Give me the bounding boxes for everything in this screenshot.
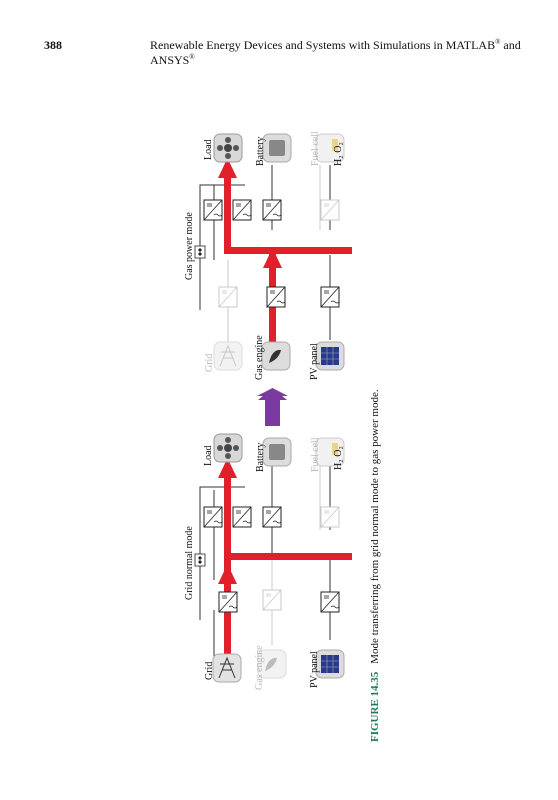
running-title-and: and ANSYS <box>150 38 521 67</box>
mode-transition-arrow <box>257 388 288 426</box>
right-pv-converter-icon <box>320 286 340 308</box>
right-load-flow-trunk <box>224 168 231 254</box>
right-battery-icon <box>262 133 292 163</box>
right-label-pv-panel: PV panel <box>309 343 320 380</box>
registered-mark-1: ® <box>495 38 501 46</box>
left-fuelcell-glyph: H₂ O₂ <box>333 446 344 470</box>
right-label-fuel-cell: Fuel cell <box>310 131 321 166</box>
left-label-load: Load <box>203 445 214 466</box>
right-battery-converter-icon <box>262 199 282 221</box>
right-load-converter-1-icon <box>203 199 223 221</box>
left-grid-converter-icon <box>218 591 238 613</box>
page-number: 388 <box>44 38 62 52</box>
left-dc-bus-flow <box>225 553 352 560</box>
right-label-battery: Battery <box>255 137 266 166</box>
left-battery-icon <box>262 437 292 467</box>
left-thin-wiring <box>199 460 331 665</box>
right-label-gas-engine: Gas engine <box>254 335 265 380</box>
left-load-converter-2-icon <box>232 506 252 528</box>
registered-mark-2: ® <box>189 53 195 61</box>
left-pv-converter-icon <box>320 591 340 613</box>
left-fuelcell-converter-icon <box>320 506 340 528</box>
left-label-grid: Grid <box>204 662 215 680</box>
right-flow-arrowhead-lower <box>263 248 282 268</box>
left-label-gas-engine: Gas engine <box>254 645 265 690</box>
caption-number: FIGURE 14.35 <box>369 671 381 742</box>
right-pv-panel-icon <box>315 341 345 371</box>
right-gas-engine-icon <box>261 341 291 371</box>
left-label-fuel-cell: Fuel cell <box>310 437 321 472</box>
right-flow-arrowhead-upper <box>218 158 237 178</box>
right-panel: H₂ O₂ Gas power mode Grid Gas engine PV … <box>184 131 352 380</box>
mode-transition-arrowhead <box>258 388 287 400</box>
left-panel: H₂ O₂ Grid normal mode Grid Gas engine P… <box>184 433 352 690</box>
left-load-icon <box>213 433 243 463</box>
running-title: Renewable Energy Devices and Systems wit… <box>150 38 496 52</box>
left-grid-flow-branch <box>224 468 231 518</box>
left-flow-arrowhead-lower <box>218 564 237 584</box>
right-load-icon <box>213 133 243 163</box>
right-label-grid: Grid <box>204 354 215 372</box>
right-gas-converter-icon <box>266 286 286 308</box>
right-load-converter-2-icon <box>232 199 252 221</box>
right-grid-converter-icon <box>218 286 238 308</box>
caption-line: FIGURE 14.35 Mode transferring from grid … <box>369 389 381 742</box>
right-label-load: Load <box>203 139 214 160</box>
left-mode-title: Grid normal mode <box>184 526 195 600</box>
figure-caption: FIGURE 14.35 Mode transferring from grid … <box>369 389 381 742</box>
right-grid-icon <box>213 341 243 371</box>
left-label-pv-panel: PV panel <box>309 651 320 688</box>
left-gas-converter-icon <box>262 589 282 611</box>
caption-text: Mode transferring from grid normal mode … <box>369 389 381 664</box>
left-load-converter-1-icon <box>203 506 223 528</box>
right-switch-icon <box>194 245 206 259</box>
left-switch-icon <box>194 553 206 567</box>
left-pv-panel-icon <box>315 649 345 679</box>
right-fuelcell-converter-icon <box>320 199 340 221</box>
right-fuelcell-glyph: H₂ O₂ <box>333 142 344 166</box>
left-grid-icon <box>212 653 242 683</box>
running-head: Renewable Energy Devices and Systems wit… <box>150 38 558 68</box>
left-flow-arrowhead-upper <box>218 458 237 478</box>
left-label-battery: Battery <box>255 443 266 472</box>
left-battery-converter-icon <box>262 506 282 528</box>
right-mode-title: Gas power mode <box>184 212 195 280</box>
right-dc-bus-flow <box>225 247 352 254</box>
